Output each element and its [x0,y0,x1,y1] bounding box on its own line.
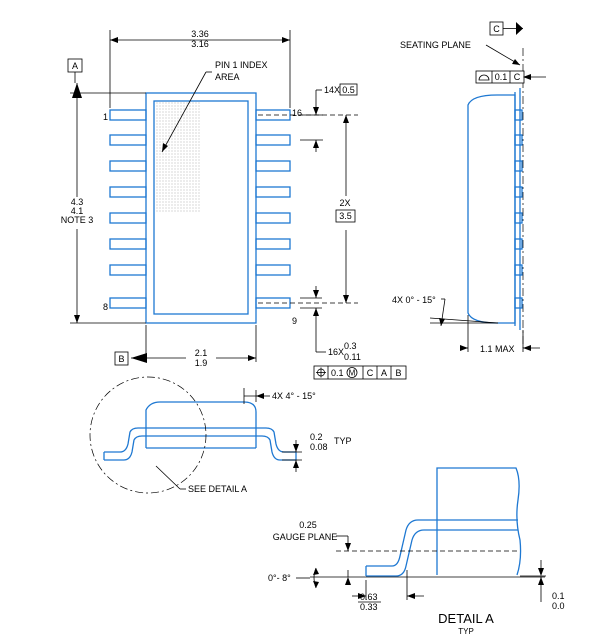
position-icon [316,367,326,378]
package-body-inner [153,100,249,315]
thickness-min-label: 0.08 [310,442,328,452]
span-value-label: 3.5 [339,211,352,221]
end-body-outline [145,401,257,448]
gauge-plane-label: GAUGE PLANE [273,532,338,542]
height-max-label: 1.1 MAX [480,344,515,354]
flatness-ref-label: C [514,72,521,82]
end-view: SEE DETAIL A 4X 4° - 15° 0.2 0.08 TYP [89,376,352,494]
detail-a-view: 0.25 GAUGE PLANE 0°- 8° 0.63 0.33 0.1 0.… [268,467,565,636]
fcf-ref-b-label: B [395,368,401,378]
length-min-label: 4.1 [71,206,84,216]
side-angle-label: 4X 0° - 15° [392,295,436,305]
side-view: SEATING PLANE C 0.1 C 4X 0° - 15° 1 [392,21,546,354]
thickness-suffix-label: TYP [334,436,352,446]
lead-width-max-label: 0.3 [344,341,357,351]
left-leads [109,109,147,309]
pin-8-label: 8 [103,302,108,312]
body-width-max-label: 2.1 [195,348,208,358]
datum-c-label: C [493,24,500,34]
detail-a-circle [89,376,207,494]
pin-9-label: 9 [292,316,297,326]
length-note-label: NOTE 3 [61,215,94,225]
span-box [335,209,356,223]
datum-b-box [114,351,129,366]
datum-b-label: B [118,354,124,364]
width-min-label: 3.16 [191,39,209,49]
fcf-ref-a-label: A [381,368,387,378]
right-leads [255,109,291,309]
pin1-index-label-line1: PIN 1 INDEX [215,60,268,70]
thickness-max-label: 0.2 [310,432,323,442]
detail-title: DETAIL A [438,611,494,626]
lead-count-label: 16X [328,347,344,357]
fcf-ref-c-label: C [367,368,374,378]
body-width-min-label: 1.9 [195,358,208,368]
detail-angle-label: 0°- 8° [268,573,291,583]
pitch-box [339,83,358,96]
standoff-max-label: 0.1 [552,591,565,601]
position-tolerance-label: 0.1 [331,368,344,378]
mmc-modifier-icon [346,367,358,378]
side-leads [514,109,523,309]
pin1-index-label-line2: AREA [215,72,240,82]
side-body-outline [467,94,516,324]
detail-body-outline [436,467,522,576]
detail-subtitle: TYP [458,627,474,636]
length-max-label: 4.3 [71,197,84,207]
end-angle-label: 4X 4° - 15° [272,391,316,401]
pin1-index-area [155,102,201,212]
top-view: 3.36 3.16 PIN 1 INDEX AREA A 4.3 4.1 NOT… [55,29,407,380]
span-count-label: 2X [339,198,350,208]
pitch-count-label: 14X [324,85,340,95]
flatness-tolerance-label: 0.1 [495,72,508,82]
package-body-outline [145,92,257,324]
pin-1-label: 1 [103,112,108,122]
standoff-min-label: 0.0 [552,601,565,611]
profile-surface-icon [478,74,490,81]
detail-lead-top [366,529,518,577]
gauge-value-label: 0.25 [299,520,317,530]
foot-min-label: 0.33 [360,602,378,612]
pitch-value-label: 0.5 [342,85,355,95]
flatness-control-frame: 0.1 C [475,70,525,84]
end-lead-top [104,435,296,461]
seating-plane-label: SEATING PLANE [400,40,471,50]
pin-16-label: 16 [292,108,302,118]
width-max-label: 3.36 [191,29,209,39]
datum-a-label: A [72,61,78,71]
position-control-frame: 0.1 M C A B [313,365,407,380]
foot-max-label: 0.63 [360,592,378,602]
see-detail-label: SEE DETAIL A [188,484,247,494]
mmc-modifier-label: M [349,369,356,378]
lead-width-min-label: 0.11 [344,352,361,362]
detail-lead-bottom [366,519,518,567]
end-lead-bottom [104,427,296,453]
